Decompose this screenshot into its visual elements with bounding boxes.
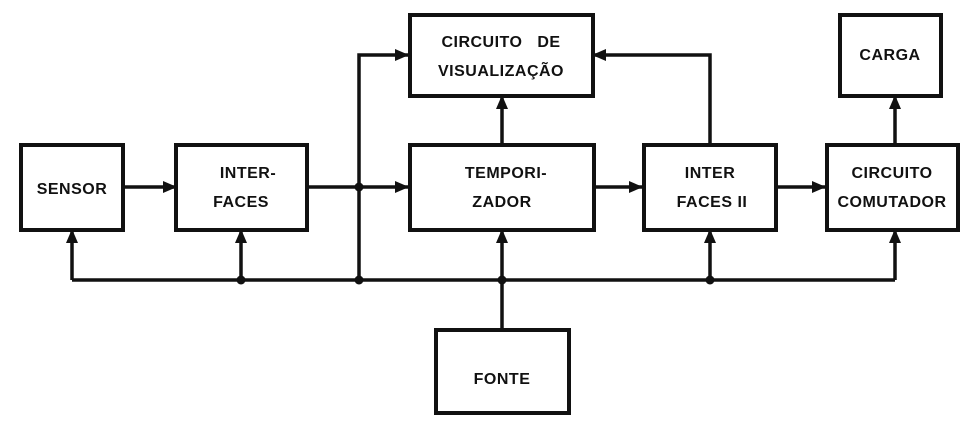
block-comutador-frame: [825, 143, 960, 232]
interfaces-to-visualizacao-arrow: [357, 49, 409, 280]
block-carga: CARGA: [838, 13, 943, 98]
interfaces2-to-visualizacao-arrow: [592, 49, 712, 145]
block-interfaces2-frame: [642, 143, 778, 232]
block-comutador-label-line2: COMUTADOR: [837, 194, 946, 211]
block-visualizacao-frame: [408, 13, 595, 98]
block-interfaces-frame: [174, 143, 309, 232]
block-interfaces-label-line1: INTER-: [220, 165, 276, 182]
block-temporizador-frame: [408, 143, 596, 232]
block-interfaces2: INTER FACES II: [642, 143, 778, 232]
signal-paths: [123, 49, 901, 280]
block-comutador: CIRCUITO COMUTADOR: [825, 143, 960, 232]
block-fonte-label: FONTE: [474, 371, 531, 388]
block-sensor-label: SENSOR: [37, 181, 108, 198]
junction-dot: [497, 275, 507, 285]
power-bus: [66, 229, 901, 330]
block-sensor-frame: [19, 143, 125, 232]
block-fonte-frame: [434, 328, 571, 415]
junction-dot: [354, 182, 364, 192]
block-visualizacao-label-line2: VISUALIZAÇÃO: [438, 60, 564, 80]
block-fonte: FONTE: [434, 328, 571, 415]
block-carga-label: CARGA: [859, 47, 920, 64]
block-carga-frame: [838, 13, 943, 98]
block-visualizacao: CIRCUITO DE VISUALIZAÇÃO: [408, 13, 595, 98]
block-interfaces: INTER- FACES: [174, 143, 309, 232]
block-temporizador-label-line1: TEMPORI-: [465, 165, 547, 182]
block-interfaces2-label-line1: INTER: [685, 165, 736, 182]
block-sensor: SENSOR: [19, 143, 125, 232]
block-temporizador: TEMPORI- ZADOR: [408, 143, 596, 232]
block-comutador-label-line1: CIRCUITO: [851, 165, 932, 182]
junction-dot: [705, 275, 715, 285]
block-interfaces-label-line2: FACES: [213, 194, 269, 211]
block-interfaces2-label-line2: FACES II: [677, 194, 748, 211]
block-temporizador-label-line2: ZADOR: [472, 194, 531, 211]
block-visualizacao-label-line1: CIRCUITO DE: [441, 34, 560, 51]
junction-dot: [236, 275, 246, 285]
